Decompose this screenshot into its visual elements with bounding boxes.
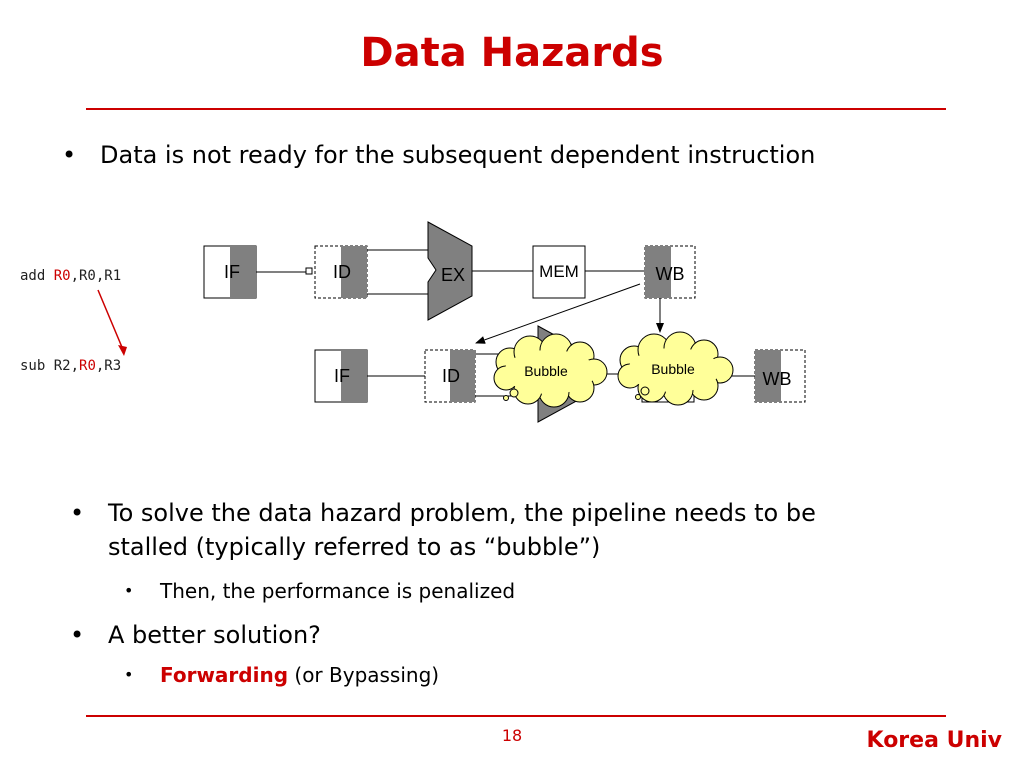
brand-footer: Korea Univ	[866, 728, 1002, 753]
bullet-top: • Data is not ready for the subsequent d…	[62, 138, 815, 172]
code-src-register: R0	[79, 358, 96, 374]
bubble-2-label: Bubble	[651, 361, 695, 377]
code-dst-register: R0	[53, 268, 71, 284]
footer-divider	[86, 715, 946, 717]
bullet-better-solution: • A better solution?	[70, 618, 321, 652]
bullet-better-solution-text: A better solution?	[108, 621, 321, 649]
row2-id-stage: ID	[424, 349, 476, 403]
bullet-stall-line1: To solve the data hazard problem, the pi…	[108, 499, 816, 527]
bullet-icon: •	[70, 499, 85, 527]
bullet-icon: •	[62, 141, 77, 169]
row1-if-label: IF	[224, 262, 240, 282]
sub-bullet-penalized-text: Then, the performance is penalized	[160, 579, 516, 603]
code-operands: ,R3	[95, 358, 122, 374]
slide-title: Data Hazards	[360, 30, 664, 76]
bubble-1: Bubble	[493, 333, 608, 408]
code-line-add: add R0,R0,R1	[20, 268, 121, 284]
code-op: sub R2,	[20, 358, 80, 374]
row2-wb-stage: WB	[754, 349, 806, 403]
row2-if-label: IF	[334, 366, 350, 386]
dependency-arrow	[97, 289, 125, 353]
bubble-1-label: Bubble	[524, 363, 568, 379]
bullet-icon: •	[70, 621, 85, 649]
bubble-2: Bubble	[617, 331, 734, 406]
code-operands: ,R0,R1	[70, 268, 122, 284]
sub-bullet-penalized: • Then, the performance is penalized	[124, 577, 515, 605]
page-number: 18	[501, 726, 523, 745]
title-divider	[86, 108, 946, 110]
row1-ex-alu: EX	[427, 221, 473, 321]
row1-wb-stage: WB	[644, 245, 696, 299]
row1-mem-stage: MEM	[532, 245, 586, 299]
forwarding-highlight: Forwarding	[160, 663, 289, 687]
bullet-stall: • To solve the data hazard problem, the …	[70, 496, 816, 564]
row2-wb-label: WB	[763, 369, 792, 389]
row1-wb-label: WB	[656, 264, 685, 284]
bullet-icon: •	[124, 665, 134, 684]
code-op: add	[20, 268, 54, 284]
bullet-top-text: Data is not ready for the subsequent dep…	[100, 141, 816, 169]
row1-ex-label: EX	[441, 265, 465, 285]
row1-if-stage: IF	[203, 245, 257, 299]
forwarding-rest: (or Bypassing)	[288, 663, 440, 687]
row2-if-stage: IF	[314, 349, 368, 403]
writeback-arrow	[475, 283, 641, 344]
pipeline-register-icon	[305, 267, 313, 275]
row2-id-label: ID	[442, 366, 460, 386]
code-line-sub: sub R2,R0,R3	[20, 358, 121, 374]
dependency-arrowhead	[118, 345, 127, 356]
sub-bullet-forwarding: • Forwarding (or Bypassing)	[124, 661, 439, 689]
bullet-icon: •	[124, 581, 134, 600]
bullet-stall-line2: stalled (typically referred to as “bubbl…	[108, 533, 601, 561]
row1-id-label: ID	[333, 262, 351, 282]
row1-mem-label: MEM	[539, 262, 579, 281]
row1-id-stage: ID	[314, 245, 368, 299]
